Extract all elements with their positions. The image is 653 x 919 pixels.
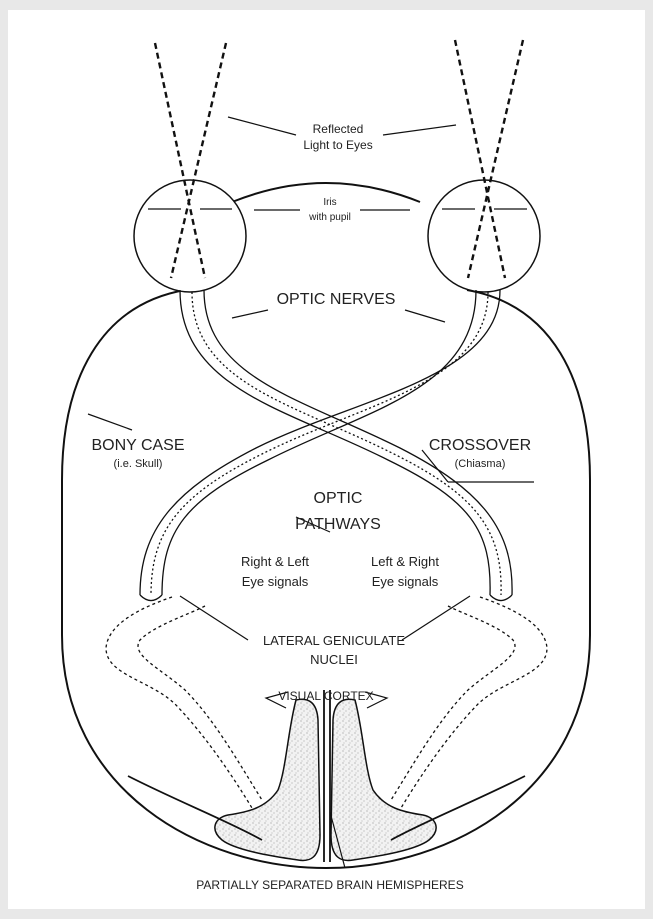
iris-label-2: with pupil (308, 212, 351, 223)
bony-case-label: BONY CASE (91, 437, 184, 454)
optic-nerves-label: OPTIC NERVES (277, 291, 396, 308)
reflected-label-1: Reflected (313, 122, 364, 136)
nerve-end-caps (140, 595, 512, 601)
left-right-label-1: Left & Right (371, 554, 439, 569)
right-left-label-2: Eye signals (242, 574, 309, 589)
iris-label-1: Iris (323, 197, 336, 208)
lgn-label-2: NUCLEI (310, 652, 358, 667)
chiasma-label: (Chiasma) (455, 458, 506, 470)
left-right-label-2: Eye signals (372, 574, 439, 589)
optic-label: OPTIC (314, 490, 363, 507)
reflected-label-2: Light to Eyes (303, 138, 372, 152)
left-eye (134, 180, 246, 292)
crossover-label: CROSSOVER (429, 437, 531, 454)
skull-label: (i.e. Skull) (114, 458, 163, 470)
central-fissure (324, 690, 330, 862)
right-eye (428, 180, 540, 292)
left-visual-cortex (215, 699, 320, 860)
hemispheres-label: PARTIALLY SEPARATED BRAIN HEMISPHERES (196, 878, 463, 892)
lgn-label-1: LATERAL GENICULATE (263, 633, 405, 648)
right-left-label-1: Right & Left (241, 554, 309, 569)
pathways-label: PATHWAYS (295, 516, 381, 533)
tentorium-lines (128, 776, 525, 840)
right-visual-cortex (331, 699, 436, 860)
visual-cortex-label: VISUAL CORTEX (278, 689, 373, 703)
